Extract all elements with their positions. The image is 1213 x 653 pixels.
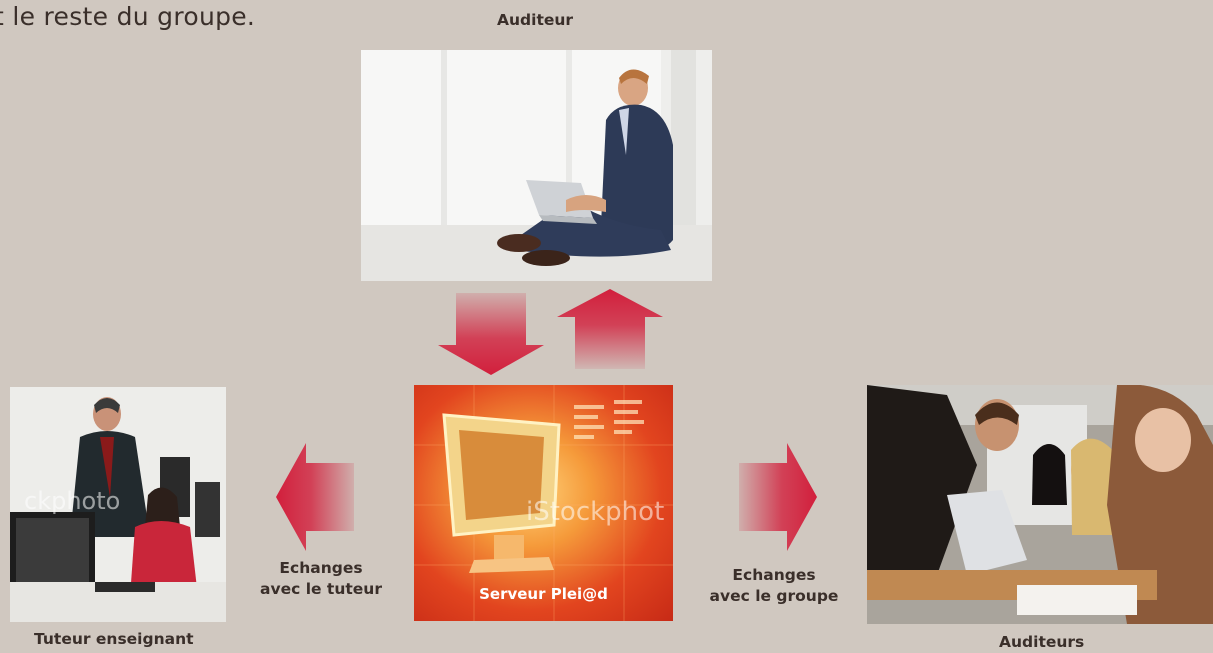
serveur-label: Serveur Plei@d xyxy=(479,585,608,603)
edge-tuteur-line2: avec le tuteur xyxy=(260,580,382,598)
intro-text: t le reste du groupe. xyxy=(0,2,256,31)
serveur-photo: iStockphot Serveur Plei@d xyxy=(414,385,673,621)
tutor-and-student-illustration xyxy=(10,387,226,622)
edge-groupe-line2: avec le groupe xyxy=(709,587,839,605)
tuteur-photo: ckphoto xyxy=(10,387,226,622)
edge-tuteur-label: Echanges avec le tuteur xyxy=(256,558,386,600)
groupe-label: Auditeurs xyxy=(999,633,1085,651)
auditeur-photo xyxy=(361,50,712,281)
auditeur-label: Auditeur xyxy=(497,11,574,29)
right-arrow xyxy=(739,443,817,551)
up-arrow xyxy=(557,289,663,369)
groupe-photo xyxy=(867,385,1213,624)
edge-groupe-line1: Echanges xyxy=(732,566,816,584)
tuteur-watermark: ckphoto xyxy=(24,487,121,515)
edge-tuteur-line1: Echanges xyxy=(279,559,363,577)
computer-monitor-illustration xyxy=(414,385,673,621)
tuteur-label: Tuteur enseignant xyxy=(34,630,194,648)
left-arrow xyxy=(276,443,354,551)
edge-groupe-label: Echanges avec le groupe xyxy=(704,565,844,607)
serveur-watermark: iStockphot xyxy=(526,497,665,527)
man-with-laptop-illustration xyxy=(361,50,712,281)
down-arrow xyxy=(438,293,544,375)
group-of-students-illustration xyxy=(867,385,1213,624)
